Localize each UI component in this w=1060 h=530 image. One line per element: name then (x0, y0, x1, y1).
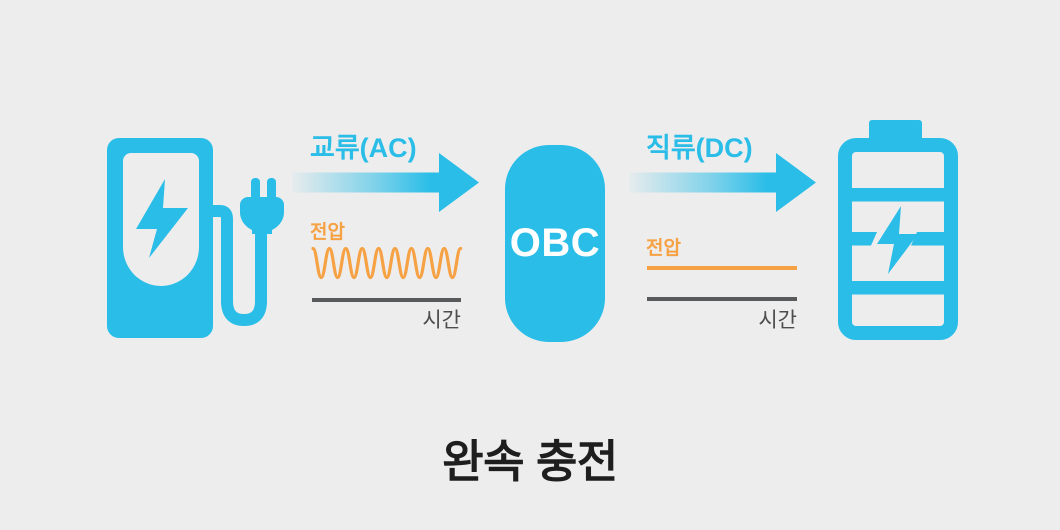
ac-arrow-label: 교류(AC) (310, 133, 417, 163)
dc-time-label: 시간 (758, 309, 797, 332)
dc-arrow-icon (629, 153, 816, 212)
dc-voltage-graph: 전압 시간 (646, 220, 806, 345)
dc-arrow-label: 직류(DC) (646, 133, 753, 163)
battery-outline (838, 138, 958, 340)
station-bolt-icon (136, 179, 188, 258)
right-arrow-shape (629, 153, 816, 212)
obc-label: OBC (509, 221, 601, 265)
ac-time-label: 시간 (422, 309, 461, 332)
ac-voltage-label: 전압 (310, 222, 345, 243)
battery-charging-icon (838, 120, 958, 340)
right-arrow-shape (292, 153, 479, 212)
ac-arrow-icon (292, 153, 479, 212)
battery-bolt-icon (877, 206, 918, 274)
plug-icon (240, 197, 284, 234)
battery-divider-top (851, 188, 945, 202)
battery-divider-mid-right (911, 232, 945, 246)
ac-voltage-graph: 전압 시간 (310, 220, 470, 345)
dc-voltage-label: 전압 (646, 238, 681, 259)
ac-time-axis-line (312, 298, 461, 302)
dc-voltage-line (647, 266, 797, 270)
ev-charging-station-icon (107, 138, 284, 338)
battery-divider-mid-left (851, 232, 877, 246)
sine-wave-icon (311, 246, 463, 280)
charging-cable (200, 205, 267, 327)
obc-box: OBC (505, 145, 605, 342)
caption-title: 완속 충전 (442, 436, 618, 487)
battery-divider-bottom (851, 281, 945, 295)
dc-time-axis-line (647, 297, 797, 301)
